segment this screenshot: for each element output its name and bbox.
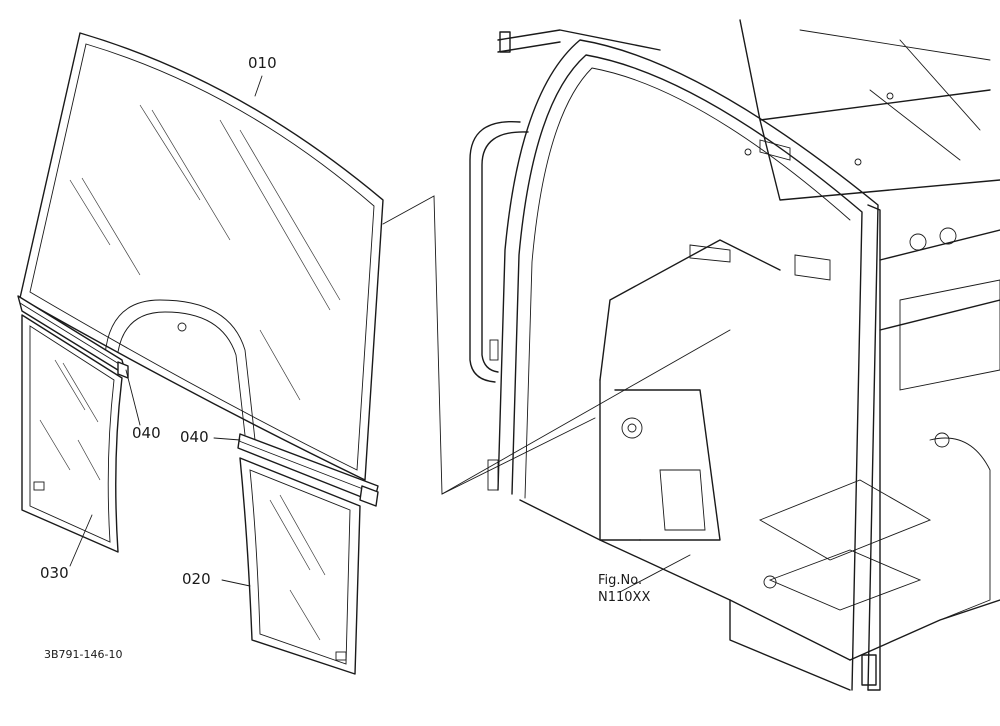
seal-strip-left — [17, 295, 129, 379]
label-030: 030 — [40, 564, 69, 582]
label-040-left: 040 — [132, 424, 161, 442]
cab-frame — [469, 19, 1000, 691]
drawing-number: 3B791-146-10 — [44, 648, 122, 661]
figure-ref-line2: N110XX — [598, 590, 650, 605]
figure-ref-line1: Fig.No. — [598, 573, 642, 588]
label-010: 010 — [248, 54, 277, 72]
leader-lines — [69, 75, 731, 593]
front-glass-panel — [19, 32, 384, 481]
lower-left-glass-panel — [21, 314, 123, 553]
lower-right-glass-panel — [239, 457, 361, 675]
label-020: 020 — [182, 570, 211, 588]
label-040-right: 040 — [180, 428, 209, 446]
seal-strip-right — [237, 433, 379, 507]
